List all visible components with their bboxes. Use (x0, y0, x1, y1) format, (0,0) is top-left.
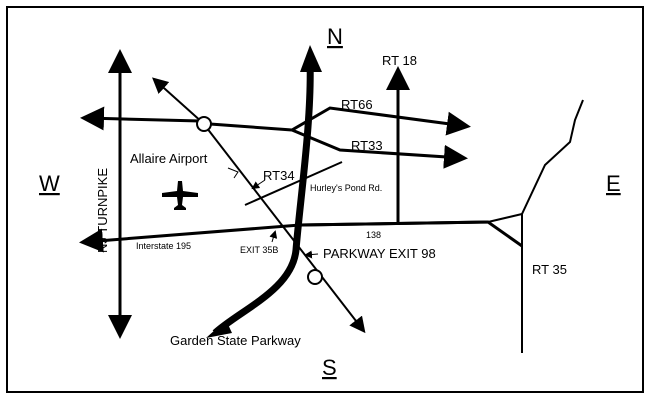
hurleys-pond-road (244, 161, 343, 206)
rt34-road (202, 122, 366, 334)
compass-east: E (606, 171, 621, 196)
rt18-label: RT 18 (382, 53, 417, 68)
parkway-exit-label: PARKWAY EXIT 98 (323, 246, 436, 261)
rt33-label: RT33 (351, 138, 383, 153)
compass-north: N (327, 24, 343, 49)
allaire-circle (196, 116, 212, 132)
interstate-195-label: Interstate 195 (136, 241, 191, 251)
rt35-road (521, 99, 584, 353)
hurleys-pond-label: Hurley's Pond Rd. (310, 183, 382, 193)
western-connector-road (80, 106, 201, 131)
route-138-label: 138 (366, 230, 381, 240)
airport-label: Allaire Airport (130, 151, 208, 166)
compass-south: S (322, 355, 337, 380)
parkway-exit-circle (307, 269, 323, 285)
parkway-south-arrowhead (206, 320, 232, 338)
rt35-label: RT 35 (532, 262, 567, 277)
rt66-label: RT66 (341, 97, 373, 112)
map-frame (6, 6, 644, 393)
airplane-icon (162, 181, 198, 210)
exit35b-label: EXIT 35B (240, 245, 278, 255)
compass-west: W (39, 171, 60, 196)
rt34-label: RT34 (263, 168, 295, 183)
rt35-connector (487, 213, 523, 223)
rt34-pointer (251, 179, 266, 190)
airport-pointer (227, 167, 239, 179)
rt33-road-west (209, 122, 293, 132)
garden-state-parkway-label: Garden State Parkway (170, 333, 301, 348)
parkway-north-arrowhead (300, 45, 322, 72)
parkway-exit-pointer (304, 250, 319, 259)
nj-turnpike-label: NJ TURNPIKE (95, 168, 110, 253)
rt66-road (291, 106, 471, 136)
rt34-road-north (152, 77, 204, 124)
garden-state-parkway-road (212, 59, 314, 336)
exit35b-pointer (269, 230, 278, 243)
route-138-road (299, 220, 523, 248)
